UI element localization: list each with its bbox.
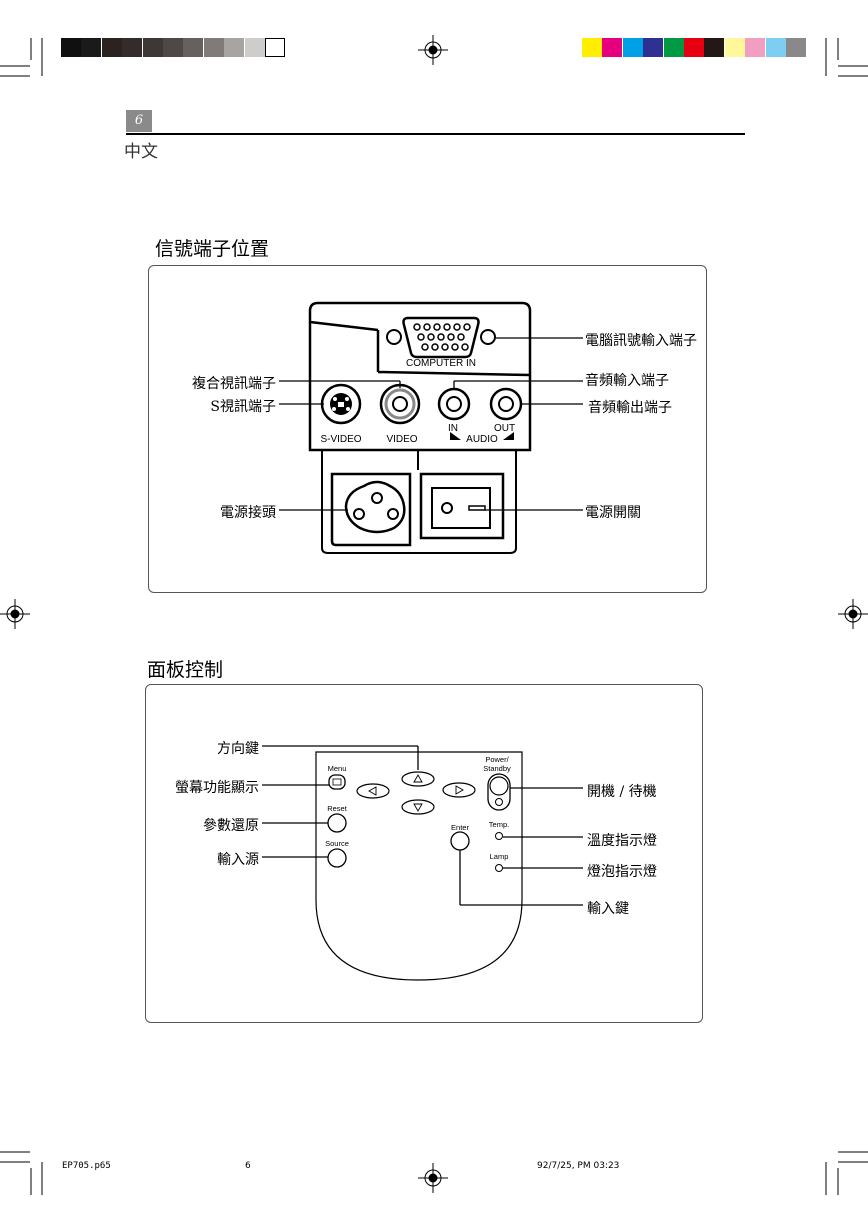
registration-mark-top — [418, 35, 448, 65]
left-button — [356, 783, 390, 799]
label-s-video: S視訊端子 — [210, 399, 276, 415]
reset-button — [327, 813, 347, 833]
color-swatch — [663, 38, 684, 57]
panel-text-out: OUT — [494, 423, 515, 434]
label-composite-video: 複合視訊端子 — [192, 376, 276, 392]
panel-text-enter: Enter — [451, 823, 469, 832]
panel-text-audio: AUDIO — [466, 434, 498, 445]
gray-swatch — [122, 38, 143, 57]
control-panel-outline — [315, 751, 523, 981]
gray-swatch — [61, 38, 81, 57]
controls-diagram-frame — [145, 684, 703, 1023]
label-audio-in: 音頻輸入端子 — [585, 373, 669, 389]
power-panel-outline — [321, 450, 517, 554]
registration-mark-bottom — [418, 1163, 448, 1193]
color-swatch — [684, 38, 704, 57]
menu-button — [328, 774, 346, 790]
color-swatch — [622, 38, 643, 57]
label-source: 輸入源 — [217, 852, 259, 868]
enter-button — [450, 831, 470, 851]
panel-text-s-video: S-VIDEO — [320, 434, 361, 445]
connector-panel-outline — [308, 301, 532, 452]
section-title-terminals: 信號端子位置 — [155, 238, 270, 260]
control-panel-diagram: Menu Reset Source Enter Power/ Standby T… — [262, 745, 583, 981]
gray-swatch — [163, 38, 183, 57]
gray-swatch — [224, 38, 245, 57]
color-swatch — [765, 38, 786, 57]
audio-out-port — [489, 387, 523, 421]
label-power-socket: 電源接頭 — [220, 505, 276, 521]
panel-text-reset: Reset — [327, 804, 348, 813]
panel-text-menu: Menu — [328, 764, 347, 773]
panel-text-standby: Standby — [483, 764, 511, 773]
temp-led — [495, 832, 503, 840]
color-swatch — [602, 38, 623, 57]
power-standby-button — [487, 773, 511, 811]
terminal-panel-diagram: COMPUTER IN S-VIDEO VIDEO IN OUT AUDIO — [279, 301, 583, 554]
panel-text-source: Source — [325, 839, 349, 848]
footer-timestamp: 92/7/25, PM 03:23 — [537, 1161, 620, 1171]
color-swatch — [745, 38, 766, 57]
lamp-led — [495, 864, 503, 872]
footer-page: 6 — [245, 1161, 251, 1171]
panel-text-temp: Temp. — [489, 820, 509, 829]
color-swatch — [724, 38, 745, 57]
header-rule — [126, 133, 745, 135]
label-power-standby: 開機 / 待機 — [587, 784, 657, 800]
power-switch — [431, 487, 491, 529]
vga-screw-left — [386, 329, 402, 345]
power-socket — [344, 480, 406, 534]
vga-screw-right — [480, 329, 496, 345]
gray-swatch — [101, 38, 122, 57]
gray-swatch — [142, 38, 163, 57]
color-swatch — [704, 38, 725, 57]
gray-swatch — [183, 38, 204, 57]
registration-mark-left — [0, 599, 30, 629]
label-temp-indicator: 溫度指示燈 — [587, 833, 657, 849]
label-audio-out: 音頻輸出端子 — [588, 400, 672, 416]
label-reset: 參數還原 — [203, 818, 259, 834]
color-swatch — [643, 38, 664, 57]
panel-text-in: IN — [448, 423, 458, 434]
gray-swatch — [265, 38, 285, 57]
label-lamp-indicator: 燈泡指示燈 — [587, 864, 657, 880]
color-swatch — [582, 38, 602, 57]
down-button — [401, 799, 435, 815]
language-label: 中文 — [124, 142, 158, 162]
up-button — [401, 771, 435, 787]
label-computer-in: 電腦訊號輸入端子 — [585, 333, 697, 349]
terminals-diagram-frame — [148, 265, 707, 593]
page-number-badge: 6 — [126, 110, 152, 132]
gray-swatch — [203, 38, 224, 57]
right-button — [442, 782, 476, 798]
panel-text-power: Power/ — [485, 755, 509, 764]
label-direction-keys: 方向鍵 — [217, 741, 259, 757]
gray-swatch — [244, 38, 265, 57]
footer-filename: EP705.p65 — [62, 1161, 111, 1171]
panel-text-computer-in: COMPUTER IN — [406, 358, 476, 369]
audio-in-port — [437, 387, 471, 421]
panel-text-video: VIDEO — [386, 434, 417, 445]
label-power-switch: 電源開關 — [585, 505, 641, 521]
registration-mark-right — [838, 599, 868, 629]
source-button — [327, 848, 347, 868]
vga-port — [402, 316, 480, 359]
label-osd-menu: 螢幕功能顯示 — [175, 780, 259, 796]
label-enter-key: 輸入鍵 — [587, 901, 629, 917]
panel-text-lamp: Lamp — [490, 852, 509, 861]
color-swatch — [786, 38, 806, 57]
gray-swatch — [81, 38, 102, 57]
section-title-controls: 面板控制 — [147, 659, 224, 681]
